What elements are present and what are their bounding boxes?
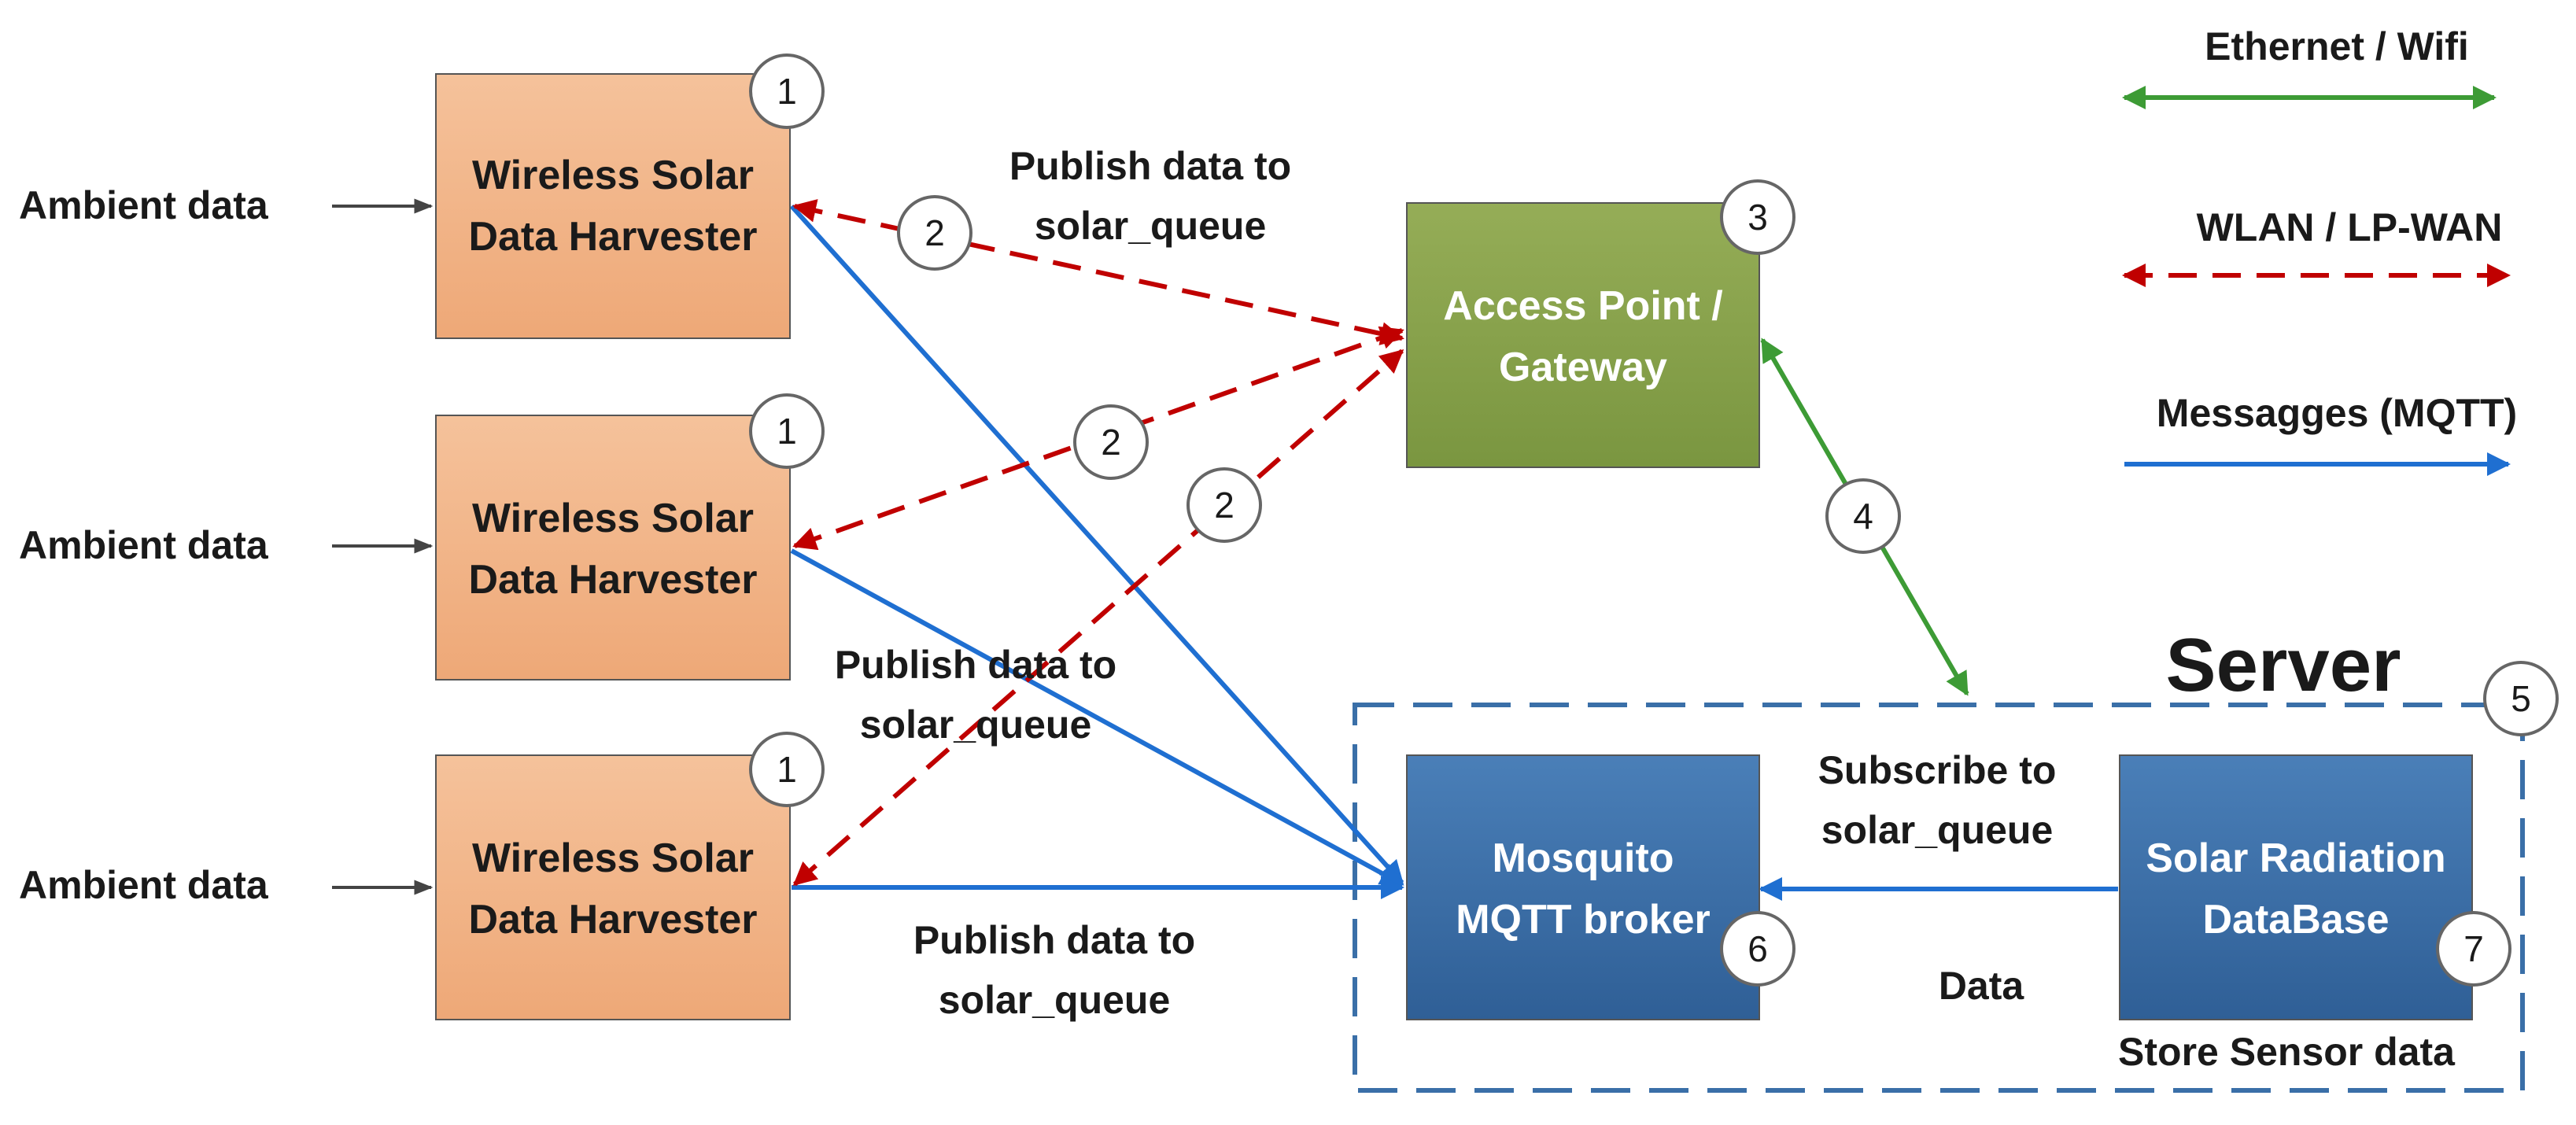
harvester-2-line2: Data Harvester [468, 557, 757, 603]
subscribe-line1: Subscribe to [1818, 748, 2057, 792]
badge-harvester-3-num: 1 [777, 749, 797, 790]
publish-bottom-line1: Publish data to [913, 918, 1195, 962]
store-sensor-label: Store Sensor data [2118, 1030, 2456, 1074]
badge-wlan-1: 2 [897, 195, 972, 271]
database-node: Solar Radiation DataBase [2119, 754, 2473, 1020]
badge-harvester-1: 1 [749, 53, 825, 129]
badge-database-num: 7 [2463, 928, 2484, 969]
publish-mid-line2: solar_queue [860, 703, 1092, 747]
harvester-node-1: Wireless Solar Data Harvester [435, 73, 791, 339]
badge-harvester-2-num: 1 [777, 411, 797, 452]
legend-wlan-label: WLAN / LP-WAN [2197, 205, 2503, 249]
wlan-arrow-gateway-harvester-1 [792, 199, 1404, 345]
publish-mid-line1: Publish data to [835, 643, 1116, 687]
legend-mqtt-label: Messagges (MQTT) [2157, 391, 2517, 435]
database-line2: DataBase [2202, 897, 2389, 942]
ambient-label-1: Ambient data [19, 183, 269, 227]
ambient-input-2: Ambient data [19, 523, 434, 567]
publish-label-mid: Publish data to solar_queue [835, 643, 1116, 747]
publish-label-top: Publish data to solar_queue [1009, 144, 1291, 248]
ambient-label-2: Ambient data [19, 523, 269, 567]
harvester-node-2: Wireless Solar Data Harvester [435, 415, 791, 681]
harvester-3-line1: Wireless Solar [472, 835, 754, 881]
badge-wlan-3: 2 [1187, 467, 1262, 543]
gateway-line2: Gateway [1499, 345, 1667, 390]
badge-wlan-3-num: 2 [1214, 485, 1234, 526]
server-container [1353, 703, 2525, 1093]
badge-broker: 6 [1720, 911, 1795, 987]
publish-top-line1: Publish data to [1009, 144, 1291, 188]
badge-harvester-3: 1 [749, 732, 825, 807]
server-title: Server [2166, 623, 2401, 707]
broker-node: Mosquito MQTT broker [1406, 754, 1760, 1020]
harvester-node-3: Wireless Solar Data Harvester [435, 754, 791, 1020]
legend-ethernet-label: Ethernet / Wifi [2205, 24, 2469, 68]
broker-line1: Mosquito [1492, 835, 1674, 881]
subscribe-label: Subscribe to solar_queue [1818, 748, 2057, 852]
broker-line2: MQTT broker [1456, 897, 1711, 942]
subscribe-line2: solar_queue [1821, 808, 2054, 852]
badge-ethernet: 4 [1825, 478, 1901, 554]
badge-harvester-1-num: 1 [777, 71, 797, 112]
mqtt-arrow-harvester-1-to-broker [789, 204, 1404, 885]
badge-database: 7 [2436, 911, 2511, 987]
badge-gateway: 3 [1720, 179, 1795, 255]
harvester-1-line1: Wireless Solar [472, 153, 754, 198]
badge-server: 5 [2483, 661, 2559, 736]
gateway-node: Access Point / Gateway [1406, 202, 1760, 468]
ambient-input-3: Ambient data [19, 863, 434, 907]
badge-server-num: 5 [2511, 678, 2531, 719]
publish-bottom-line2: solar_queue [939, 978, 1171, 1022]
badge-ethernet-num: 4 [1853, 496, 1873, 537]
badge-gateway-num: 3 [1747, 197, 1768, 238]
ambient-label-3: Ambient data [19, 863, 269, 907]
badge-wlan-2-num: 2 [1101, 422, 1121, 463]
badge-wlan-1-num: 2 [924, 212, 945, 253]
database-line1: Solar Radiation [2146, 835, 2445, 881]
legend: Ethernet / Wifi WLAN / LP-WAN Messagges … [2122, 24, 2517, 476]
harvester-3-line2: Data Harvester [468, 897, 757, 942]
badge-broker-num: 6 [1747, 928, 1768, 969]
badge-harvester-2: 1 [749, 393, 825, 469]
badge-wlan-2: 2 [1073, 404, 1149, 480]
wlan-arrow-gateway-harvester-3 [792, 349, 1404, 887]
gateway-line1: Access Point / [1443, 283, 1722, 329]
data-label: Data [1939, 964, 2025, 1008]
ambient-input-1: Ambient data [19, 183, 434, 227]
publish-top-line2: solar_queue [1035, 204, 1267, 248]
publish-label-bottom: Publish data to solar_queue [913, 918, 1195, 1022]
harvester-1-line2: Data Harvester [468, 214, 757, 260]
harvester-2-line1: Wireless Solar [472, 496, 754, 541]
